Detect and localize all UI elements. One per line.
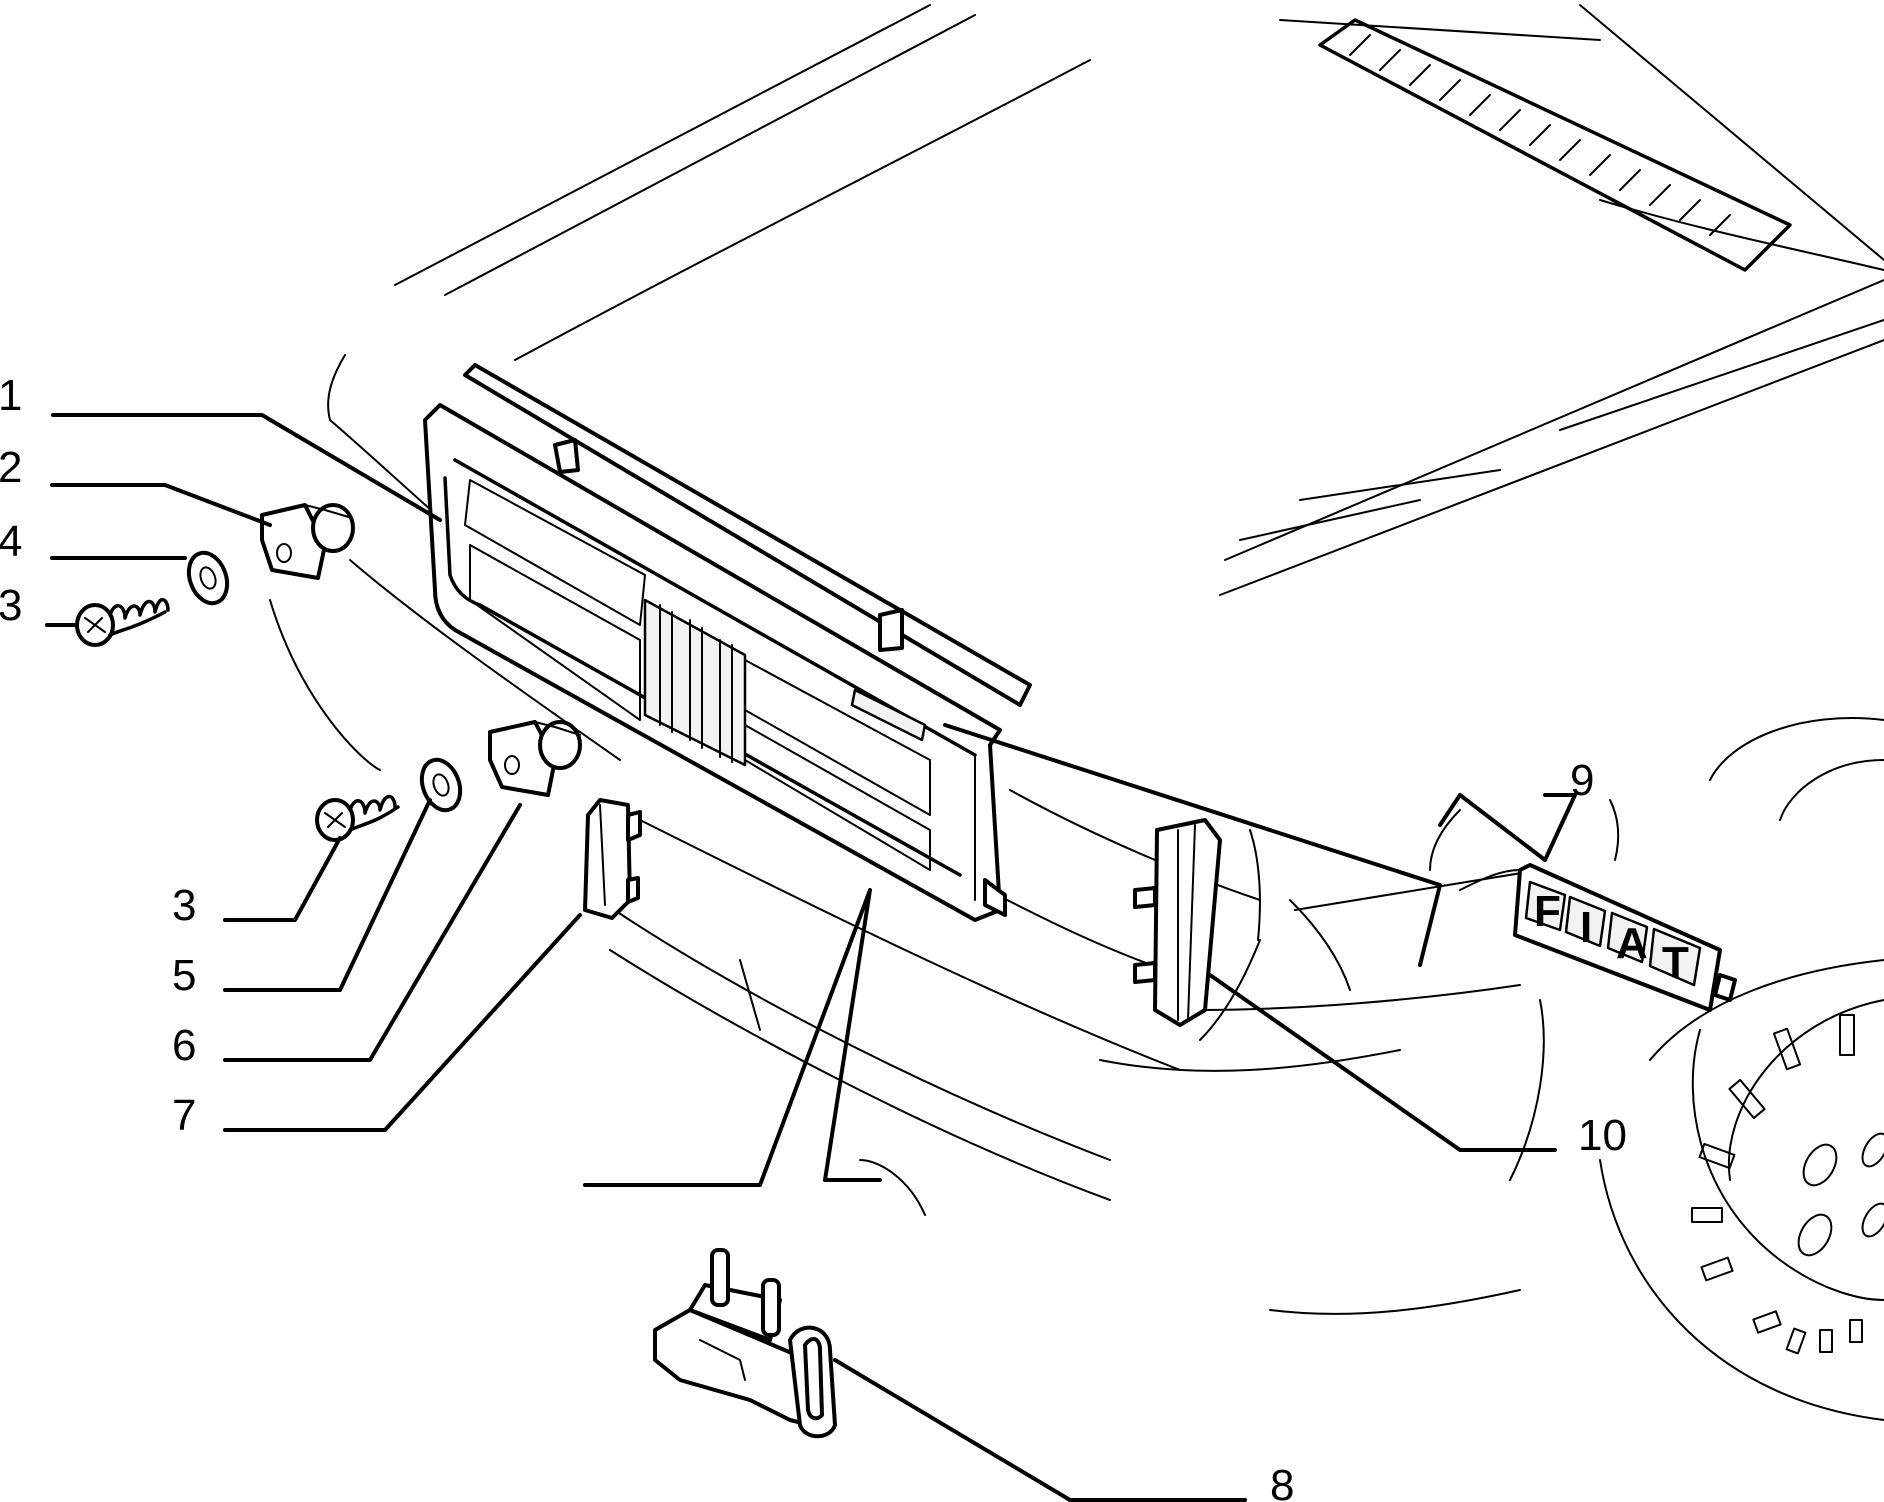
car-body-outline [269, 4, 1884, 1421]
callout-3-top: 3 [0, 581, 22, 630]
leader-grille-to-badge [943, 723, 1442, 967]
leader-1 [51, 413, 442, 522]
callout-2: 2 [0, 443, 22, 492]
washer-part-4 [186, 550, 230, 606]
callout-10: 10 [1578, 1111, 1627, 1160]
callout-8: 8 [1270, 1461, 1294, 1502]
leader-1-lower [583, 888, 882, 1187]
clip-part-7 [583, 798, 642, 920]
badge-letter-a: A [1616, 919, 1648, 968]
leader-9 [1438, 793, 1577, 862]
callout-3-bottom: 3 [172, 881, 196, 930]
callout-6: 6 [172, 1021, 196, 1070]
screw-part-3-top [75, 598, 170, 647]
leader-8 [833, 1358, 1247, 1502]
front-grille-part [423, 363, 1032, 922]
callout-9: 9 [1570, 756, 1594, 805]
callout-7: 7 [172, 1091, 196, 1140]
clip-nut-part-2 [260, 503, 355, 580]
leader-lines [45, 413, 1577, 1502]
leader-6 [223, 803, 522, 1062]
badge-letter-i: I [1580, 903, 1592, 952]
screw-part-3-bottom [315, 794, 400, 842]
hood-vent-slots [1349, 34, 1731, 236]
badge-letter-t: T [1662, 938, 1689, 987]
leader-3-bottom [223, 836, 342, 922]
badge-letter-f: F [1534, 887, 1561, 936]
clip-part-10 [1133, 818, 1222, 1027]
leader-10 [1208, 973, 1557, 1152]
leader-7 [223, 913, 582, 1132]
leader-5 [223, 798, 432, 992]
callout-4: 4 [0, 517, 22, 566]
callout-5: 5 [172, 951, 196, 1000]
bracket-part-8 [653, 1248, 837, 1439]
washer-part-5 [419, 757, 463, 813]
wheel [1599, 717, 1884, 1421]
clip-nut-part-6 [488, 720, 582, 797]
fiat-badge-part: F I A T [1513, 863, 1737, 1012]
leader-2 [50, 483, 272, 527]
callout-1: 1 [0, 371, 22, 420]
callout-numbers: 1 2 4 3 3 5 6 7 8 9 10 [0, 371, 1627, 1502]
